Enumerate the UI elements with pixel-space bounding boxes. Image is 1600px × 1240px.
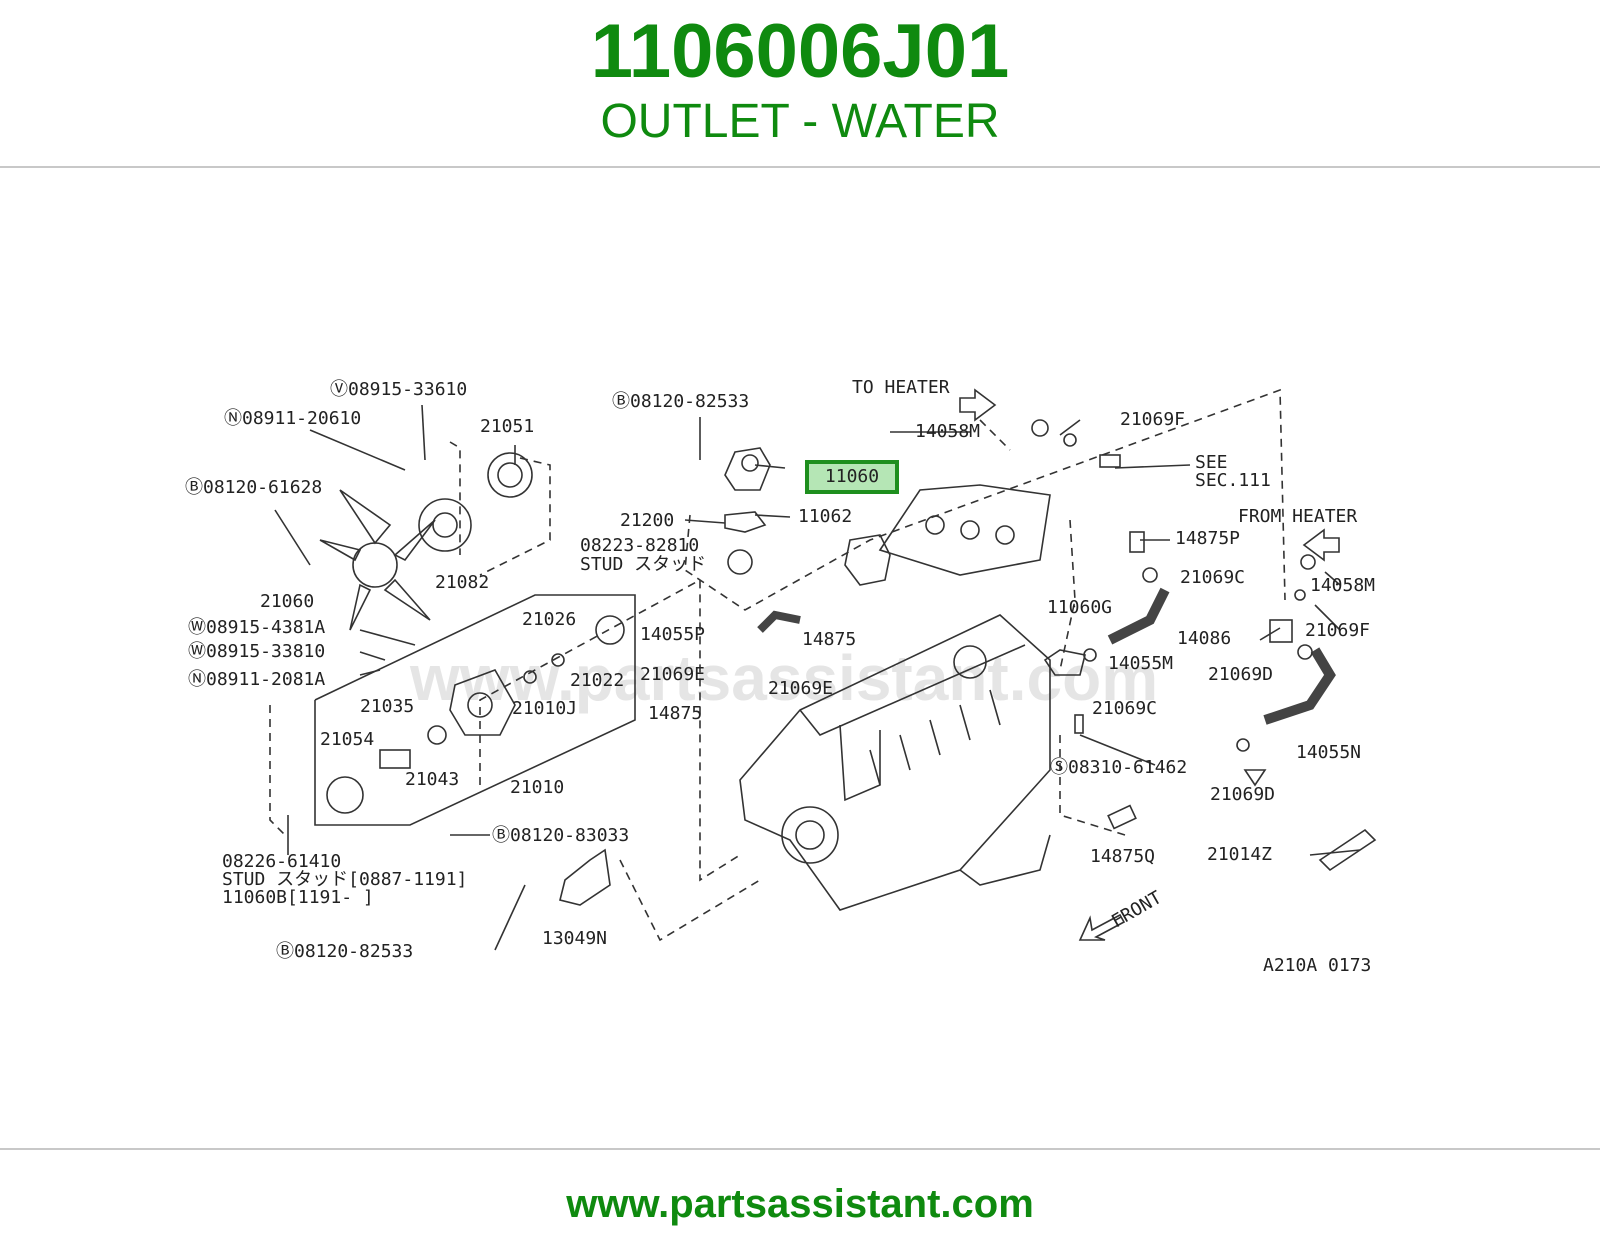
label-14058m-2: 14058M <box>1310 575 1375 596</box>
label-08915-33610: Ⓥ08915-33610 <box>330 379 467 400</box>
label-21082: 21082 <box>435 572 489 593</box>
label-stud-2: STUD スタッド[0887-1191] <box>222 869 467 890</box>
label-14058m-1: 14058M <box>915 421 980 442</box>
highlighted-part-11060[interactable]: 11060 <box>805 460 899 494</box>
parts-diagram: www.partsassistant.com <box>180 340 1420 1010</box>
label-08120-82533-top: Ⓑ08120-82533 <box>612 391 749 412</box>
label-08310-61462: Ⓢ08310-61462 <box>1050 757 1187 778</box>
label-11062: 11062 <box>798 506 852 527</box>
label-14055p: 14055P <box>640 624 705 645</box>
header-divider <box>0 166 1600 168</box>
footer-website[interactable]: www.partsassistant.com <box>566 1182 1034 1226</box>
label-21069f-2: 21069F <box>1305 620 1370 641</box>
label-11060g: 11060G <box>1047 597 1112 618</box>
part-number-title: 1106006J01 <box>590 9 1010 94</box>
label-see: SEE <box>1195 452 1228 473</box>
label-14086: 14086 <box>1177 628 1231 649</box>
label-sec111: SEC.111 <box>1195 470 1271 491</box>
label-21069c-2: 21069C <box>1092 698 1157 719</box>
label-08223-82810: 08223-82810 <box>580 535 699 556</box>
page-header: 1106006J01 OUTLET - WATER <box>0 0 1600 168</box>
label-08915-33810: Ⓦ08915-33810 <box>188 641 325 662</box>
label-21026: 21026 <box>522 609 576 630</box>
label-14875q: 14875Q <box>1090 846 1155 867</box>
label-08911-20610: Ⓝ08911-20610 <box>224 408 361 429</box>
label-21051: 21051 <box>480 416 534 437</box>
label-14875p: 14875P <box>1175 528 1240 549</box>
diagram-code: A210A 0173 <box>1263 955 1371 976</box>
highlighted-part-label: 11060 <box>824 466 880 487</box>
label-21054: 21054 <box>320 729 374 750</box>
label-21069e-2: 21069E <box>768 678 833 699</box>
label-to-heater: TO HEATER <box>852 377 950 398</box>
label-08120-82533-bottom: Ⓑ08120-82533 <box>276 941 413 962</box>
label-08120-83033: Ⓑ08120-83033 <box>492 825 629 846</box>
label-from-heater: FROM HEATER <box>1238 506 1357 527</box>
diagram-watermark: www.partsassistant.com <box>409 642 1158 714</box>
label-21060: 21060 <box>260 591 314 612</box>
label-21069f-1: 21069F <box>1120 409 1185 430</box>
label-21069d-1: 21069D <box>1208 664 1273 685</box>
label-08911-2081a: Ⓝ08911-2081A <box>188 669 325 690</box>
label-08120-61628: Ⓑ08120-61628 <box>185 477 322 498</box>
label-14055m: 14055M <box>1108 653 1173 674</box>
label-14875-2: 14875 <box>802 629 856 650</box>
label-14875-1: 14875 <box>648 703 702 724</box>
label-08915-4381a: Ⓦ08915-4381A <box>188 617 325 638</box>
footer-divider <box>0 1148 1600 1150</box>
label-front: FRONT <box>1108 887 1166 932</box>
label-21035: 21035 <box>360 696 414 717</box>
label-21010j: 21010J <box>512 698 577 719</box>
label-21022: 21022 <box>570 670 624 691</box>
part-description: OUTLET - WATER <box>600 95 1000 148</box>
label-21200: 21200 <box>620 510 674 531</box>
label-21069d-2: 21069D <box>1210 784 1275 805</box>
label-21069c-1: 21069C <box>1180 567 1245 588</box>
diagram-drawing: www.partsassistant.com <box>185 377 1377 976</box>
label-08226-61410: 08226-61410 <box>222 851 341 872</box>
label-21014z: 21014Z <box>1207 844 1272 865</box>
label-14055n: 14055N <box>1296 742 1361 763</box>
label-stud-1: STUD スタッド <box>580 554 706 575</box>
label-21043: 21043 <box>405 769 459 790</box>
label-21069e-1: 21069E <box>640 664 705 685</box>
label-11060b: 11060B[1191- ] <box>222 887 374 908</box>
label-21010: 21010 <box>510 777 564 798</box>
label-13049n: 13049N <box>542 928 607 949</box>
